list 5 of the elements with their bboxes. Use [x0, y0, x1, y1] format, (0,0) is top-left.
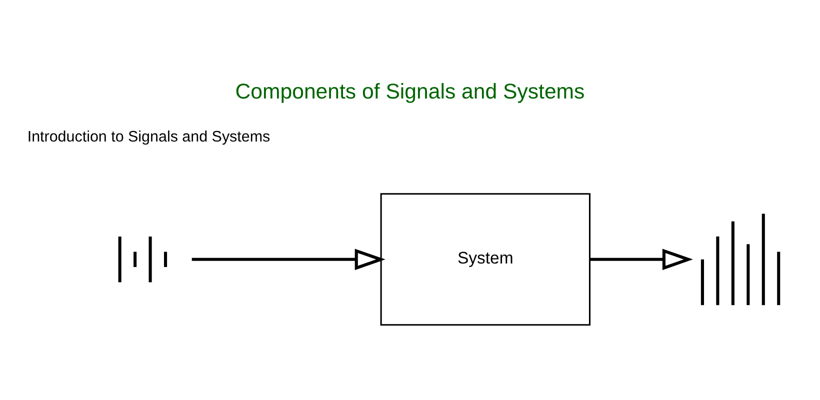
diagram-title: Components of Signals and Systems: [235, 79, 585, 104]
arrow: [590, 248, 693, 270]
node-box: System: [380, 193, 590, 326]
label: Introduction to Signals and Systems: [27, 128, 270, 146]
arrow: [192, 248, 386, 270]
